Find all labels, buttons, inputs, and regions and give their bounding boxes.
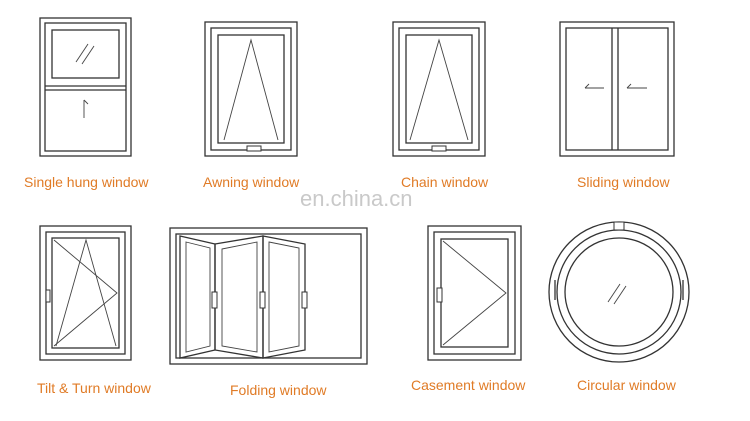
label-casement: Casement window <box>411 377 526 393</box>
label-single-hung: Single hung window <box>24 174 149 190</box>
sliding-window-drawing <box>559 21 675 157</box>
awning-window-drawing <box>204 21 298 157</box>
label-sliding: Sliding window <box>577 174 670 190</box>
circular-window-drawing <box>548 221 690 363</box>
single-hung-window-drawing <box>39 17 132 157</box>
tilt-turn-window-drawing <box>39 225 132 361</box>
label-circular: Circular window <box>577 377 676 393</box>
chain-window-drawing <box>392 21 486 157</box>
label-folding: Folding window <box>230 382 327 398</box>
label-chain: Chain window <box>401 174 489 190</box>
label-awning: Awning window <box>203 174 300 190</box>
watermark: en.china.cn <box>300 186 413 211</box>
folding-window-drawing <box>169 227 368 365</box>
casement-window-drawing <box>427 225 522 361</box>
label-tilt-turn: Tilt & Turn window <box>37 380 151 396</box>
